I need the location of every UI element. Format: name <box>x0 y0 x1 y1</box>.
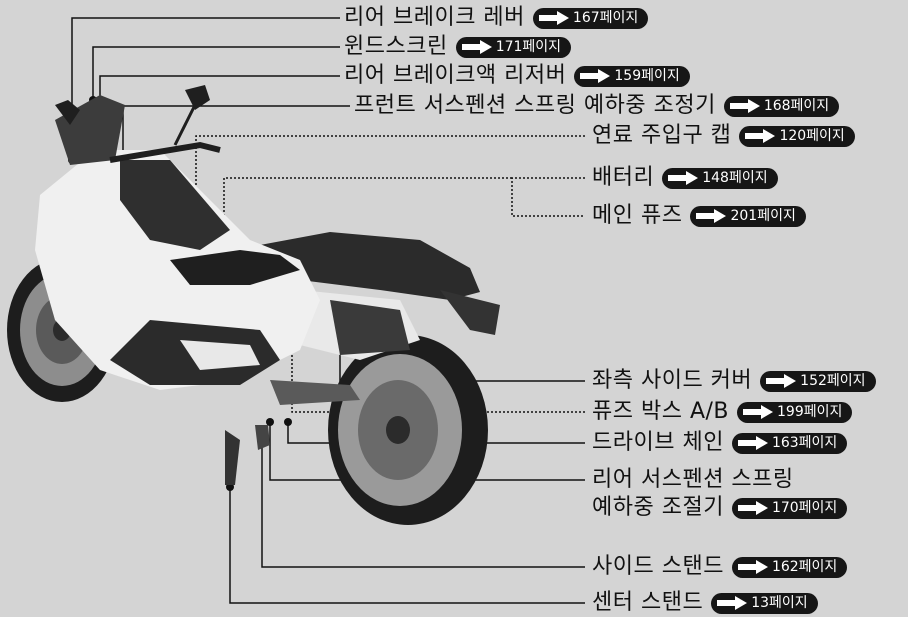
page-reference: 148페이지 <box>702 169 768 186</box>
callout-fuel-fill-cap: 연료 주입구 캡 120페이지 <box>592 123 855 149</box>
page-reference: 201페이지 <box>730 207 796 224</box>
page-reference-badge[interactable]: 163페이지 <box>731 432 848 454</box>
page-reference: 163페이지 <box>771 434 838 451</box>
page-reference-badge[interactable]: 199페이지 <box>737 401 853 423</box>
page-reference: 159페이지 <box>614 67 680 84</box>
callout-center-stand: 센터 스탠드 13페이지 <box>592 590 818 616</box>
callout-label: 배터리 <box>592 165 655 190</box>
page-reference: 170페이지 <box>771 499 838 516</box>
page-reference-badge[interactable]: 13페이지 <box>711 592 818 614</box>
page-reference-badge[interactable]: 201페이지 <box>690 205 806 227</box>
callout-label: 사이드 스탠드 <box>592 554 724 579</box>
page-reference-badge[interactable]: 159페이지 <box>574 65 690 87</box>
callout-rear-suspension-preload-adjuster: 리어 서스펜션 스프링 예하중 조절기 170페이지 <box>592 466 848 522</box>
callout-main-fuse: 메인 퓨즈 201페이지 <box>592 203 806 229</box>
callout-side-stand: 사이드 스탠드 162페이지 <box>592 554 848 580</box>
callout-left-side-cover: 좌측 사이드 커버 152페이지 <box>592 368 876 394</box>
page-reference: 120페이지 <box>779 127 845 144</box>
right-arrow-icon <box>580 69 611 83</box>
callout-label: 퓨즈 박스 A/B <box>592 399 730 424</box>
page-reference-badge[interactable]: 167페이지 <box>532 7 649 29</box>
callout-label: 윈드스크린 <box>344 34 448 59</box>
callout-label: 센터 스탠드 <box>592 590 704 615</box>
right-arrow-icon <box>766 374 797 388</box>
callout-label: 리어 브레이크 레버 <box>344 5 525 30</box>
right-arrow-icon <box>737 501 768 515</box>
page-reference-badge[interactable]: 171페이지 <box>455 36 572 58</box>
right-arrow-icon <box>538 11 569 25</box>
page-reference: 199페이지 <box>777 403 843 420</box>
page-reference: 167페이지 <box>572 9 639 26</box>
page-reference-badge[interactable]: 152페이지 <box>760 370 876 392</box>
page-reference-badge[interactable]: 170페이지 <box>731 497 848 519</box>
rear-wheel <box>328 335 488 525</box>
right-arrow-icon <box>743 405 774 419</box>
page-reference: 162페이지 <box>771 558 838 575</box>
callout-label: 메인 퓨즈 <box>592 203 683 228</box>
callout-label: 연료 주입구 캡 <box>592 123 732 148</box>
callout-label: 좌측 사이드 커버 <box>592 368 753 393</box>
callout-drive-chain: 드라이브 체인 163페이지 <box>592 430 848 456</box>
callout-label: 드라이브 체인 <box>592 430 724 455</box>
right-arrow-icon <box>737 436 768 450</box>
callout-label: 프런트 서스펜션 스프링 예하중 조정기 <box>354 93 716 118</box>
callout-rear-brake-lever: 리어 브레이크 레버 167페이지 <box>344 5 649 31</box>
callout-windscreen: 윈드스크린 171페이지 <box>344 34 572 60</box>
right-arrow-icon <box>717 596 748 610</box>
callout-battery: 배터리 148페이지 <box>592 165 778 191</box>
callout-rear-brake-fluid-reservoir: 리어 브레이크액 리저버 159페이지 <box>344 63 690 89</box>
page-reference-badge[interactable]: 168페이지 <box>723 95 840 117</box>
right-arrow-icon <box>668 171 699 185</box>
page-reference: 152페이지 <box>800 372 866 389</box>
right-arrow-icon <box>737 560 768 574</box>
callout-label-line2: 예하중 조절기 <box>592 495 724 520</box>
page-reference-badge[interactable]: 148페이지 <box>662 167 778 189</box>
right-arrow-icon <box>729 99 760 113</box>
right-arrow-icon <box>696 209 727 223</box>
callout-fuse-box: 퓨즈 박스 A/B 199페이지 <box>592 399 853 425</box>
right-arrow-icon <box>745 129 776 143</box>
callout-label-line1: 리어 서스펜션 스프링 <box>592 467 794 492</box>
callout-label: 리어 브레이크액 리저버 <box>344 63 567 88</box>
right-arrow-icon <box>461 40 492 54</box>
callout-front-suspension-preload-adjuster: 프런트 서스펜션 스프링 예하중 조정기 168페이지 <box>354 93 840 119</box>
page-reference: 171페이지 <box>495 38 562 55</box>
page-reference: 168페이지 <box>763 97 830 114</box>
page-reference-badge[interactable]: 162페이지 <box>731 556 848 578</box>
page-reference: 13페이지 <box>751 594 808 611</box>
page-reference-badge[interactable]: 120페이지 <box>739 125 855 147</box>
